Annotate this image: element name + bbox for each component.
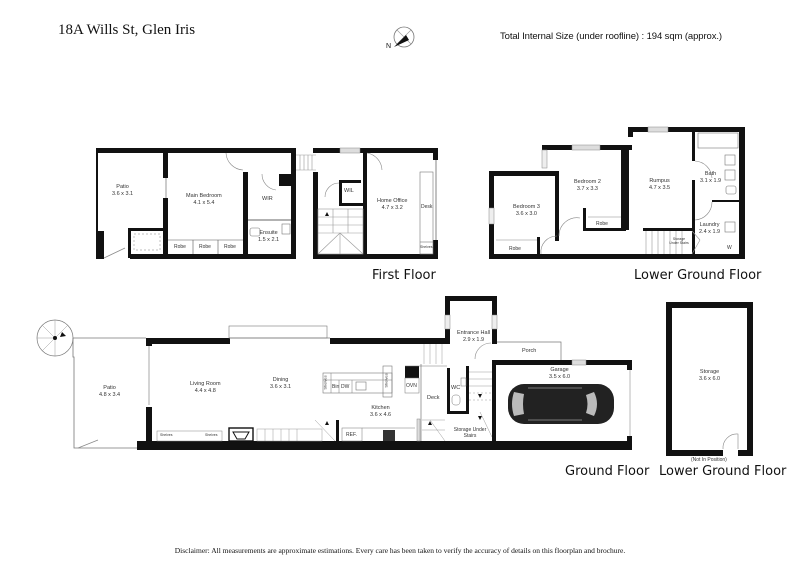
room-name: Bath (704, 171, 717, 177)
fixture-shelves: Shelves (322, 375, 328, 390)
room-main-bedroom: Main Bedroom 4.1 x 5.4 (186, 193, 222, 207)
room-size: 4.8 x 3.4 (99, 392, 121, 398)
room-size: 3.7 x 3.3 (576, 186, 598, 192)
room-kitchen: Kitchen 3.6 x 4.6 (370, 405, 391, 419)
room-name: Rumpus (649, 178, 670, 184)
fixture-oven: OVN (406, 383, 417, 389)
room-bath: Bath 3.1 x 1.9 (700, 171, 721, 185)
room-size: 3.5 x 6.0 (549, 374, 571, 380)
fixture-fridge: REF. (346, 432, 357, 438)
car-icon (508, 384, 614, 424)
fixture-robe: Robe (199, 244, 211, 250)
fixture-robe: Robe (596, 221, 608, 227)
fixture-washer: W (727, 245, 732, 251)
fixture-shelves: Shelves (420, 245, 433, 249)
room-size: 3.6 x 3.1 (112, 191, 134, 197)
room-wc: WC (451, 385, 461, 391)
room-name: Patio (103, 385, 116, 391)
room-bedroom-3: Bedroom 3 3.6 x 3.0 (513, 204, 540, 218)
floor-label-first: First Floor (372, 268, 436, 283)
storage-block-plan (666, 302, 753, 456)
fixture-robe: Robe (224, 244, 236, 250)
room-size: 3.6 x 6.0 (699, 376, 721, 382)
first-floor-plan (96, 147, 438, 259)
room-name: Storage (699, 369, 720, 375)
fixture-shelves: Shelves (205, 433, 218, 437)
room-name: Main Bedroom (186, 193, 222, 199)
room-name: Bedroom 2 (574, 179, 601, 185)
room-size: 2.9 x 1.9 (462, 337, 485, 343)
room-home-office: Home Office 4.7 x 3.2 (377, 198, 407, 212)
room-size: 4.4 x 4.8 (194, 388, 216, 394)
fixture-robe: Robe (174, 244, 186, 250)
room-bedroom-2: Bedroom 2 3.7 x 3.3 (574, 179, 601, 193)
room-storage-under-stairs: Storage Under Stairs (669, 237, 689, 245)
room-size: 3.6 x 3.1 (270, 384, 292, 390)
fixture-bin: Bin (332, 384, 340, 390)
total-internal-size: Total Internal Size (under roofline) : 1… (500, 31, 722, 42)
floor-label-ground: Ground Floor (565, 464, 650, 479)
room-rumpus: Rumpus 4.7 x 3.5 (649, 178, 670, 192)
room-garage: Garage 3.5 x 6.0 (549, 367, 570, 381)
property-address: 18A Wills St, Glen Iris (58, 22, 196, 38)
room-ensuite: Ensuite 1.5 x 2.1 (258, 230, 279, 244)
room-name: Entrance Hall (457, 330, 491, 336)
room-size: 2.4 x 1.9 (699, 229, 721, 235)
compass-north-label: N (386, 43, 392, 50)
disclaimer: Disclaimer: All measurements are approxi… (174, 546, 626, 555)
room-size: 4.7 x 3.2 (381, 205, 403, 211)
room-name: Living Room (190, 381, 221, 387)
room-first-patio: Patio 3.6 x 3.1 (112, 184, 133, 198)
room-size: 3.6 x 3.0 (515, 211, 537, 217)
floor-label-lower-ground: Lower Ground Floor (634, 268, 762, 283)
room-wir: WIR (262, 196, 273, 202)
room-entrance-hall: Entrance Hall 2.9 x 1.9 (457, 330, 490, 344)
fixture-shelves: Shelves (383, 373, 389, 388)
room-name: Kitchen (371, 405, 390, 411)
room-laundry: Laundry 2.4 x 1.9 (699, 222, 720, 236)
room-name: Dining (272, 377, 289, 383)
room-dining: Dining 3.6 x 3.1 (270, 377, 291, 391)
room-name: Patio (116, 184, 129, 190)
compass-icon (393, 26, 415, 48)
room-storage: Storage 3.6 x 6.0 (699, 369, 720, 383)
not-in-position-note: (Not In Position) (691, 457, 727, 463)
room-ground-patio: Patio 4.8 x 3.4 (99, 385, 120, 399)
room-name: Garage (550, 367, 569, 373)
room-name: Bedroom 3 (513, 204, 540, 210)
room-size: 3.6 x 4.6 (370, 412, 392, 418)
room-deck: Deck (427, 395, 440, 401)
room-name: Home Office (377, 198, 408, 204)
ground-floor-plan (36, 296, 632, 450)
room-name: Laundry (699, 222, 720, 228)
room-storage-under-stairs: Storage Under Stairs (453, 427, 487, 439)
room-size: 4.1 x 5.4 (193, 200, 215, 206)
room-wil: WIL (344, 188, 354, 194)
room-living: Living Room 4.4 x 4.8 (190, 381, 221, 395)
room-size: 3.1 x 1.9 (700, 178, 722, 184)
room-size: 1.5 x 2.1 (258, 237, 280, 243)
room-size: 4.7 x 3.5 (649, 185, 671, 191)
lower-ground-floor-plan (488, 126, 745, 259)
fixture-robe: Robe (509, 246, 521, 252)
fixture-shelves: Shelves (160, 433, 173, 437)
floor-label-storage: Lower Ground Floor (659, 464, 787, 479)
room-porch: Porch (522, 348, 537, 354)
fixture-desk: Desk (421, 204, 433, 210)
fixture-dishwasher: DW (341, 384, 350, 390)
room-name: Ensuite (259, 230, 278, 236)
